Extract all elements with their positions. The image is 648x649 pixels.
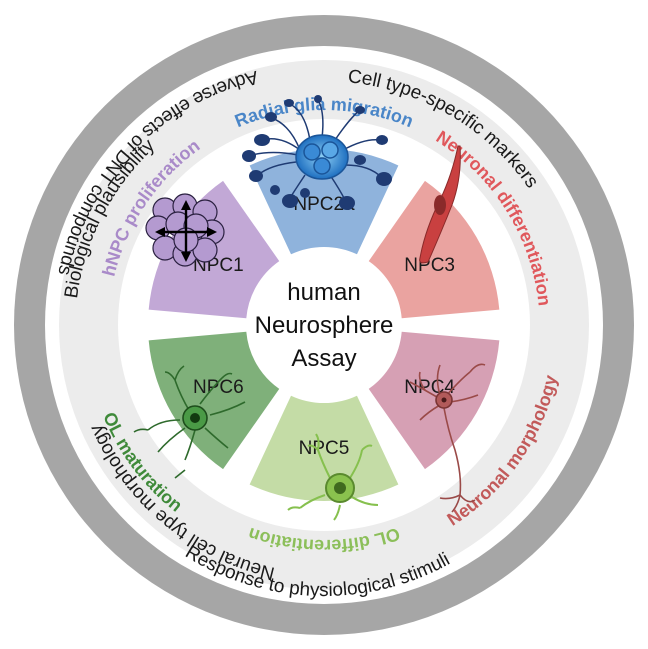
- segment-label-npc2a: NPC2a: [293, 194, 355, 215]
- segment-npc3: [368, 180, 500, 319]
- segment-npc2a: [249, 149, 399, 255]
- segment-label-npc5: NPC5: [299, 438, 350, 459]
- radial-glia-cell-icon: [242, 95, 392, 210]
- segment-label-npc3: NPC3: [404, 255, 455, 276]
- center-line-1: human: [287, 279, 360, 306]
- neurosphere-proliferation-icon: [145, 193, 225, 267]
- oligodendrocyte-precursor-icon: [287, 433, 379, 521]
- center-line-3: Assay: [291, 345, 356, 372]
- segment-npc4: [368, 331, 500, 470]
- oligodendrocyte-mature-icon: [133, 365, 246, 479]
- segment-npc6: [148, 331, 280, 470]
- segment-label-npc6: NPC6: [193, 377, 244, 398]
- neuron-multipolar-icon: [409, 363, 486, 513]
- segment-npc5: [249, 395, 399, 501]
- center-line-2: Neurosphere: [255, 312, 394, 339]
- neuron-bipolar-icon: [419, 145, 461, 264]
